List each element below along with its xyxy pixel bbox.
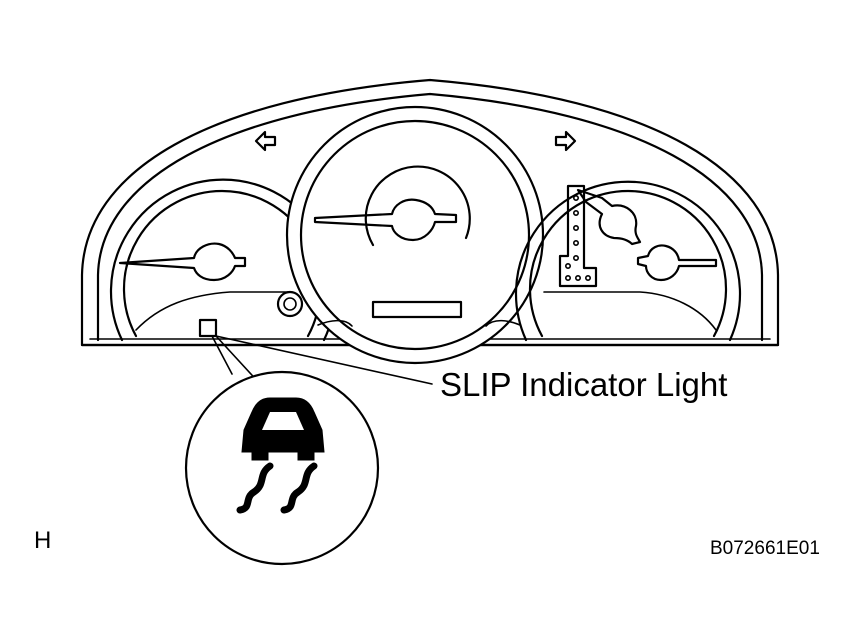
- corner-letter: H: [34, 527, 51, 554]
- temperature-gauge-needle: [636, 244, 718, 282]
- left-arrow-icon: [254, 130, 277, 152]
- fuel-level-dots: [564, 195, 591, 281]
- callout-leader-line: [215, 335, 433, 385]
- fuel-level-indicator: [558, 184, 598, 288]
- trip-reset-knob: [276, 290, 304, 318]
- slip-magnifier: [184, 370, 380, 566]
- square-marker-icon: [198, 318, 218, 338]
- left-gauge-needle: [118, 242, 247, 282]
- right-arrow-icon: [554, 130, 577, 152]
- right-gauge: [514, 180, 742, 342]
- odometer-display: [371, 300, 463, 319]
- slip-indicator-label: SLIP Indicator Light: [440, 366, 727, 403]
- center-gauge-needle: [313, 198, 458, 242]
- center-gauge: [285, 105, 545, 365]
- fuel-gauge-needle: [576, 188, 642, 246]
- figure-code: B072661E01: [710, 538, 820, 559]
- car-skid-icon: [236, 397, 325, 514]
